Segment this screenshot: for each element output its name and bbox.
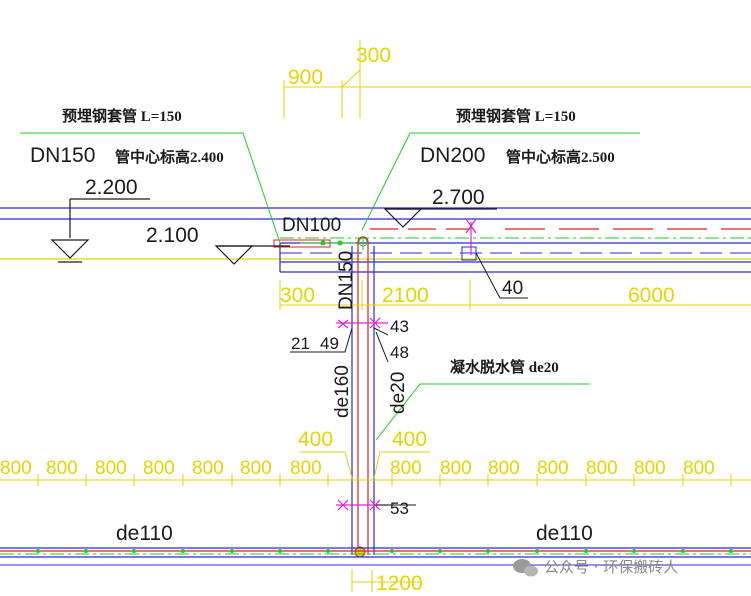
dim-6000: 6000 <box>628 284 675 307</box>
dim-53: 53 <box>390 499 409 518</box>
break-marks <box>336 218 477 511</box>
right-sleeve-spec: DN200 <box>420 144 485 167</box>
dim-49: 49 <box>320 334 339 353</box>
black-leaders <box>290 252 528 506</box>
dim-2100: 2100 <box>382 284 429 307</box>
spacing-800: 800 <box>537 458 569 479</box>
dim-400-right: 400 <box>392 428 427 451</box>
top-dimensions <box>283 40 751 118</box>
spacing-labels-left: 800 800 800 800 800 800 800 <box>0 458 322 479</box>
dim-21: 21 <box>291 334 310 353</box>
spacing-800: 800 <box>488 458 520 479</box>
dim-1200: 1200 <box>376 572 423 595</box>
pipe-label-de110-right: de110 <box>536 522 593 545</box>
pipe-markers <box>36 240 733 553</box>
dim-48: 48 <box>390 343 409 362</box>
dim-900: 900 <box>288 66 323 89</box>
bottom-dimension <box>351 570 420 592</box>
left-sleeve-center-note: 管中心标高2.400 <box>115 148 224 166</box>
spacing-800: 800 <box>683 458 715 479</box>
spacing-800: 800 <box>46 458 78 479</box>
right-sleeve-center-note: 管中心标高2.500 <box>506 148 615 166</box>
watermark-text: 公众号 · 环保搬砖人 <box>544 558 678 576</box>
spacing-800: 800 <box>390 458 422 479</box>
elevation-markers <box>50 198 497 265</box>
pipe-label-de20: de20 <box>388 372 409 414</box>
elevation-2100: 2.100 <box>146 224 199 247</box>
green-leaders <box>20 132 640 441</box>
pipe-label-dn150: DN150 <box>336 251 357 310</box>
spacing-800: 800 <box>586 458 618 479</box>
spacing-800: 800 <box>634 458 666 479</box>
spacing-800: 800 <box>290 458 322 479</box>
mid-dimensions <box>279 280 751 310</box>
dim-300-mid: 300 <box>280 284 315 307</box>
spacing-800: 800 <box>440 458 472 479</box>
pipe-label-de160: de160 <box>332 365 353 418</box>
spacing-labels-right: 800 800 800 800 800 800 800 <box>390 458 715 479</box>
dim-300-top: 300 <box>356 44 391 67</box>
top-pipe-band <box>0 207 751 273</box>
right-sleeve-title: 预埋钢套管 L=150 <box>456 107 576 125</box>
spacing-800: 800 <box>143 458 175 479</box>
riser-400-dims <box>300 451 430 479</box>
dim-40: 40 <box>502 278 523 299</box>
spacing-800: 800 <box>95 458 127 479</box>
spacing-dimension-line <box>0 474 751 486</box>
drain-note: 凝水脱水管 de20 <box>450 358 559 376</box>
pipe-label-de110-left: de110 <box>116 522 173 545</box>
watermark: 公众号 · 环保搬砖人 <box>513 558 678 577</box>
wechat-icon <box>513 559 538 577</box>
spacing-800: 800 <box>192 458 224 479</box>
pipe-label-dn100: DN100 <box>282 215 341 236</box>
elevation-2200: 2.200 <box>85 176 138 199</box>
left-sleeve-spec: DN150 <box>30 144 95 167</box>
spacing-800: 800 <box>0 458 32 479</box>
dim-43: 43 <box>390 317 409 336</box>
elevation-2700: 2.700 <box>432 186 485 209</box>
lower-pipe-band <box>0 547 751 566</box>
dim-400-left: 400 <box>298 428 333 451</box>
spacing-800: 800 <box>240 458 272 479</box>
left-sleeve-title: 预埋钢套管 L=150 <box>62 107 182 125</box>
